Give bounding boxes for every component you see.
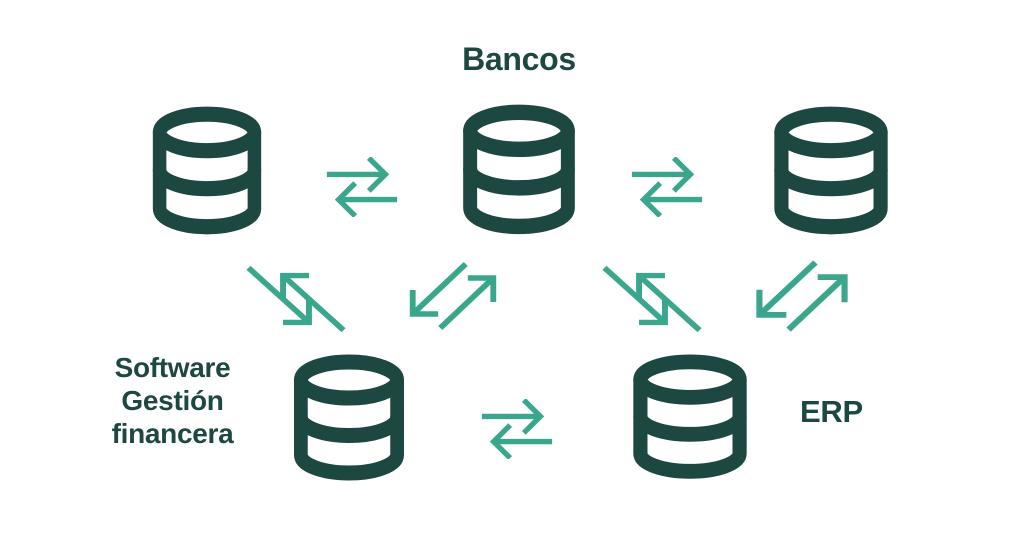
software-label-line-3: financera bbox=[111, 418, 234, 450]
bank-database-icon-2 bbox=[452, 100, 586, 248]
sync-arrows-icon-bank2-erp bbox=[598, 260, 706, 338]
software-gestion-financera-label: Software Gestión financera bbox=[50, 351, 295, 450]
erp-database-icon bbox=[622, 350, 758, 492]
sync-arrows-icon-bank1-bank2 bbox=[323, 157, 401, 217]
bank-database-icon-3 bbox=[763, 102, 899, 248]
sync-arrows-icon-bank1-software bbox=[242, 260, 350, 338]
bank-database-icon-1 bbox=[142, 102, 272, 248]
erp-label: ERP bbox=[800, 394, 863, 429]
software-gestion-financera-database-icon bbox=[283, 350, 415, 494]
sync-arrows-icon-bank2-bank3 bbox=[628, 157, 706, 217]
software-label-line-1: Software bbox=[114, 352, 231, 383]
sync-arrows-icon-software-bank2 bbox=[400, 256, 506, 336]
software-label-line-2: Gestión bbox=[121, 385, 224, 417]
sync-arrows-icon-software-erp bbox=[478, 399, 556, 459]
sync-arrows-icon-erp-bank3 bbox=[746, 254, 858, 338]
bancos-group-label: Bancos bbox=[462, 41, 576, 77]
